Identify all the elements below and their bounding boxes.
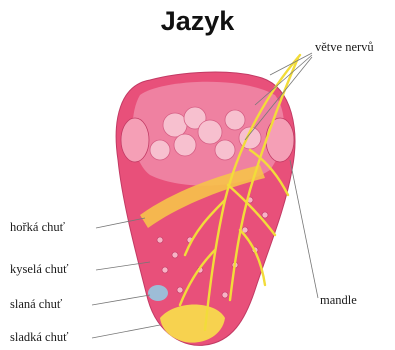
label-sweet-taste: sladká chuť <box>10 330 68 345</box>
label-sour-taste: kyselá chuť <box>10 262 68 277</box>
tonsil-left <box>121 118 149 162</box>
label-bitter-taste: hořká chuť <box>10 220 65 235</box>
label-nerve-branches: větve nervů <box>315 40 374 55</box>
label-salty-taste: slaná chuť <box>10 297 62 312</box>
salty-zone <box>148 285 168 301</box>
tonsil-right <box>266 118 294 162</box>
page-title: Jazyk <box>0 6 395 37</box>
label-tonsils: mandle <box>320 293 357 308</box>
